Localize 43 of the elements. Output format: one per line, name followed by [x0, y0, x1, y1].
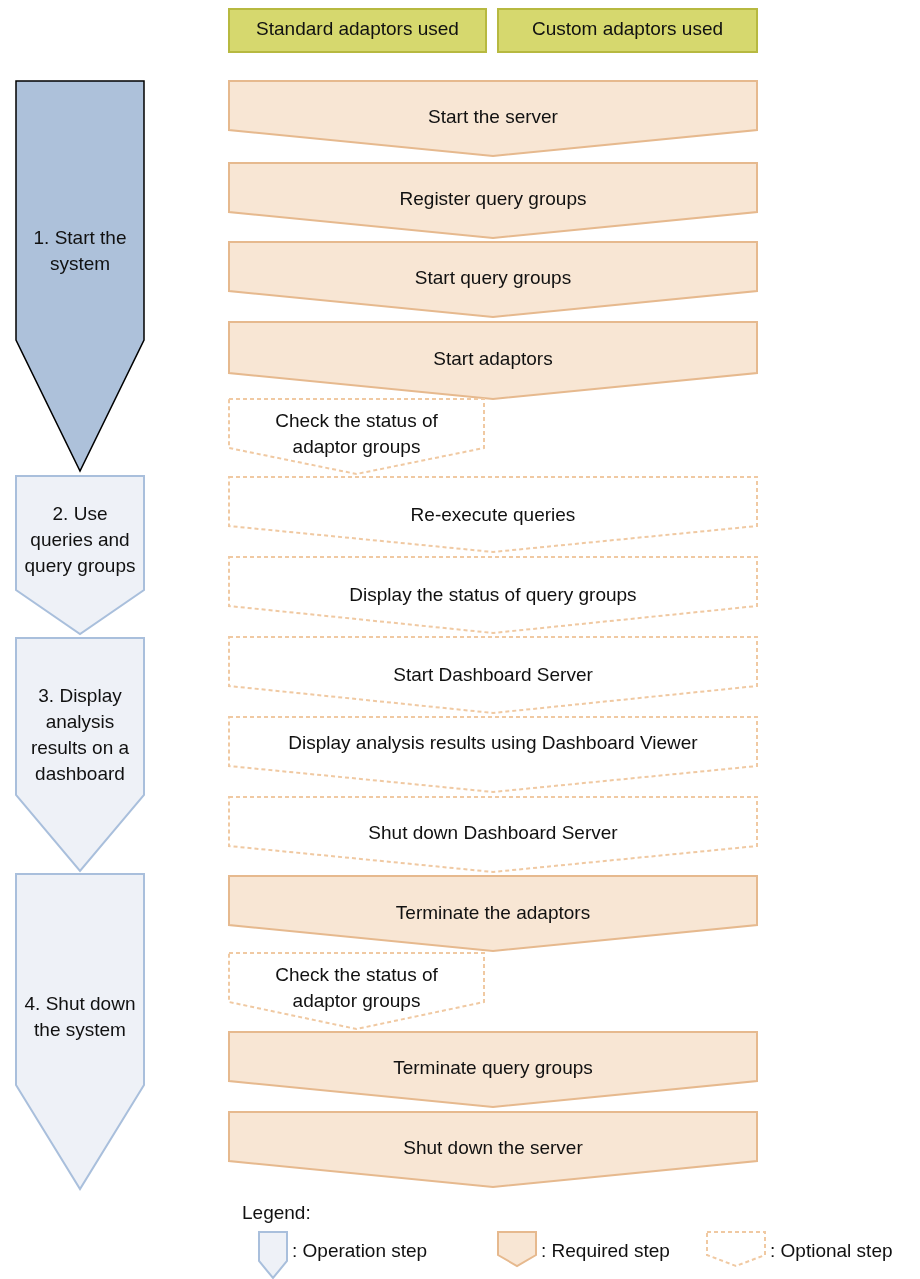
- required-step-box: [228, 162, 758, 239]
- column-header-box: [228, 8, 487, 53]
- required-step-box: [228, 241, 758, 318]
- operation-step-box: [15, 873, 145, 1190]
- step-label: 3. Display analysis results on a dashboard: [29, 684, 131, 786]
- step-label: Terminate the adaptors: [394, 901, 592, 925]
- step-label: Display analysis results using Dashboard Viewer: [287, 731, 699, 755]
- legend-label: : Required step: [541, 1240, 670, 1262]
- step-label: Custom adaptors used: [530, 17, 725, 41]
- step-label: Start query groups: [413, 266, 573, 290]
- step-label: Shut down Dashboard Server: [367, 821, 619, 845]
- required-step-box: [228, 1111, 758, 1188]
- required-step-box: [228, 1031, 758, 1108]
- optional-step-box: [228, 952, 485, 1030]
- step-label: Check the status of adaptor groups: [274, 963, 439, 1013]
- step-label: 1. Start the system: [32, 226, 128, 276]
- required-step-box: [228, 875, 758, 952]
- step-label: Display the status of query groups: [348, 583, 638, 607]
- step-label: Start adaptors: [432, 347, 554, 371]
- step-label: Register query groups: [398, 187, 588, 211]
- column-header-box: [497, 8, 758, 53]
- operation-step-box: [15, 637, 145, 872]
- step-label: 2. Use queries and query groups: [23, 502, 137, 578]
- legend-label: : Operation step: [292, 1240, 428, 1262]
- optional-step-box: [228, 636, 758, 714]
- operation-step-box: [15, 80, 145, 472]
- required-step-box: [228, 321, 758, 400]
- legend-heading: Legend:: [242, 1202, 311, 1224]
- step-label: 4. Shut down the system: [23, 992, 137, 1042]
- step-label: Standard adaptors used: [255, 17, 460, 41]
- step-label: Check the status of adaptor groups: [274, 409, 439, 459]
- optional-step-box: [228, 398, 485, 475]
- step-label: Terminate query groups: [392, 1056, 594, 1080]
- step-label: Start the server: [427, 105, 559, 129]
- operation-step-box: [15, 475, 145, 635]
- step-label: Re-execute queries: [409, 503, 577, 527]
- legend-label: : Optional step: [770, 1240, 893, 1262]
- optional-step-box: [228, 796, 758, 873]
- step-label: Start Dashboard Server: [392, 663, 594, 687]
- optional-step-box: [228, 556, 758, 634]
- required-step-box: [228, 80, 758, 157]
- step-label: Shut down the server: [402, 1136, 584, 1160]
- optional-step-box: [228, 716, 758, 793]
